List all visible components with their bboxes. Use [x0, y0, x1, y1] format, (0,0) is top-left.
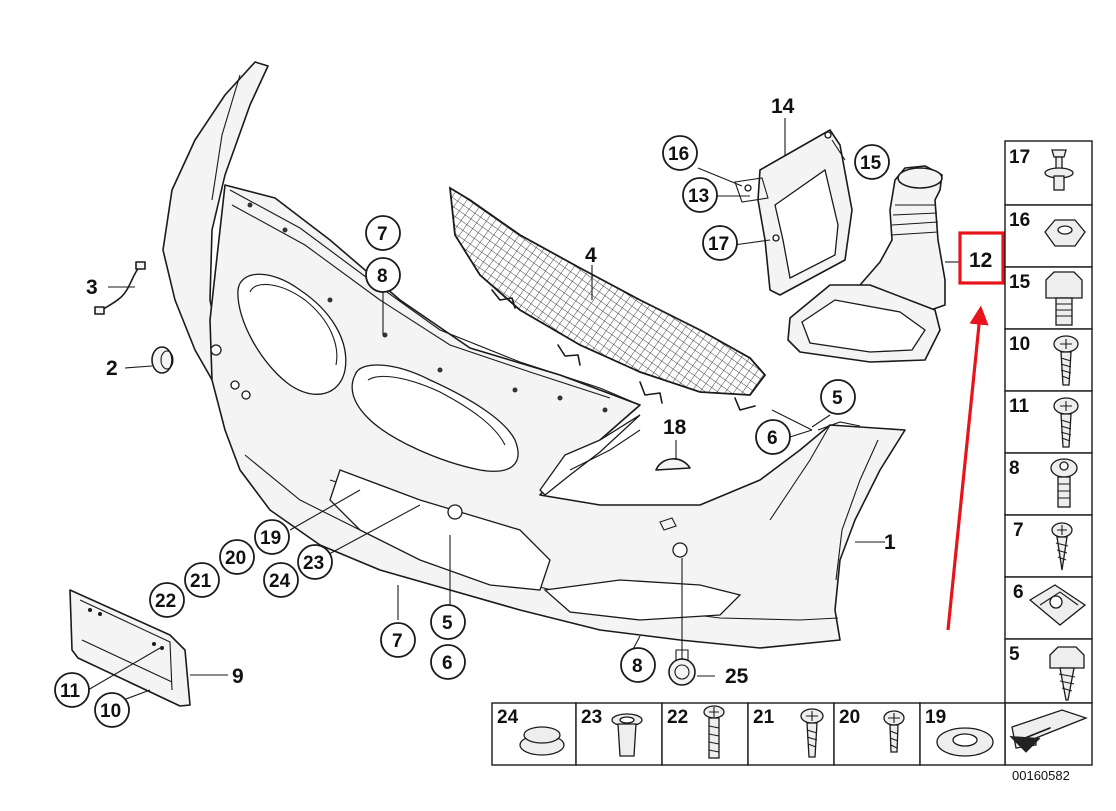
callout-3: 3: [86, 276, 98, 299]
hw-right-label-8: 5: [1009, 644, 1020, 665]
screw-icon: [1051, 522, 1073, 571]
pan-screw-icon: [800, 708, 824, 758]
hex-bolt-icon: [1049, 646, 1085, 701]
clip-nut-icon: [1028, 584, 1087, 626]
reference-code: 00160582: [1012, 768, 1070, 783]
highlight-arrow: [946, 305, 989, 631]
callouts: 1 2 3 4 5 6 7 8 9 10 11 12 13 14 15 16 1…: [54, 95, 1005, 728]
hw-bottom-label-0: 24: [497, 707, 519, 728]
hw-bottom-label-5: 19: [925, 707, 946, 728]
hw-right-label-6: 7: [1013, 520, 1024, 541]
expansion-nut-icon: [611, 713, 643, 757]
part-2-cap: [151, 346, 174, 374]
callout-1: 1: [884, 531, 896, 554]
hw-bottom-label-3: 21: [753, 707, 775, 728]
hw-right-label-1: 16: [1009, 210, 1030, 231]
callout-7a: 7: [377, 224, 388, 245]
hex-bolt-icon: [1045, 271, 1083, 326]
part-3-wire: [94, 261, 146, 315]
grommet-icon: [519, 726, 565, 756]
pan-screw-icon: [1053, 335, 1079, 386]
hw-right-label-3: 10: [1009, 334, 1030, 355]
callout-6a: 6: [767, 428, 778, 449]
callout-8a: 8: [377, 266, 388, 287]
callout-5b: 5: [442, 613, 453, 634]
callout-25: 25: [725, 665, 749, 688]
callout-17: 17: [708, 234, 729, 255]
push-rivet-icon: [1044, 149, 1074, 191]
callout-9: 9: [232, 665, 244, 688]
callout-5a: 5: [832, 388, 843, 409]
part-18-clip: [655, 458, 691, 471]
pan-screw-icon: [1053, 397, 1079, 448]
callout-16: 16: [668, 144, 689, 165]
part-9-plate-bracket: [69, 589, 191, 707]
hex-nut-icon: [1044, 219, 1086, 247]
bumper-cover: [162, 61, 906, 649]
callout-24: 24: [269, 571, 291, 592]
hardware-column-right: 17 16 15 10 11 8 7 6 5: [1004, 140, 1093, 766]
callout-4: 4: [585, 244, 597, 267]
part-14-bracket: [734, 129, 853, 296]
hex-screw-icon: [1050, 458, 1078, 508]
callout-14: 14: [771, 95, 795, 118]
part-12-air-duct: [787, 165, 946, 363]
washer-icon: [936, 727, 994, 757]
callout-6b: 6: [442, 653, 453, 674]
callout-7b: 7: [392, 631, 403, 652]
highlight-box: [958, 231, 1005, 285]
grille-mesh: [448, 186, 767, 411]
callout-22: 22: [155, 591, 176, 612]
long-screw-icon: [703, 705, 725, 759]
callout-19: 19: [260, 528, 281, 549]
hw-bottom-label-1: 23: [581, 707, 602, 728]
callout-8b: 8: [632, 656, 643, 677]
hardware-row-bottom: 24 23 22 21 20 19: [491, 702, 1006, 766]
callout-2: 2: [106, 357, 118, 380]
hw-right-label-4: 11: [1009, 396, 1030, 417]
callout-10: 10: [100, 701, 121, 722]
callout-20: 20: [225, 548, 246, 569]
callout-21: 21: [190, 571, 212, 592]
callout-11: 11: [60, 681, 81, 702]
reference-arrow-icon: [1009, 709, 1088, 753]
callout-15: 15: [860, 153, 882, 174]
hw-bottom-label-2: 22: [667, 707, 688, 728]
hw-right-label-0: 17: [1009, 147, 1030, 168]
callout-12: 12: [969, 249, 992, 272]
callout-23: 23: [303, 553, 324, 574]
pan-screw-icon: [883, 710, 905, 753]
hw-right-label-5: 8: [1009, 458, 1020, 479]
hw-right-label-7: 6: [1013, 582, 1024, 603]
hw-right-label-2: 15: [1009, 272, 1031, 293]
callout-13: 13: [688, 186, 709, 207]
callout-18: 18: [663, 416, 687, 439]
hw-bottom-label-4: 20: [839, 707, 860, 728]
